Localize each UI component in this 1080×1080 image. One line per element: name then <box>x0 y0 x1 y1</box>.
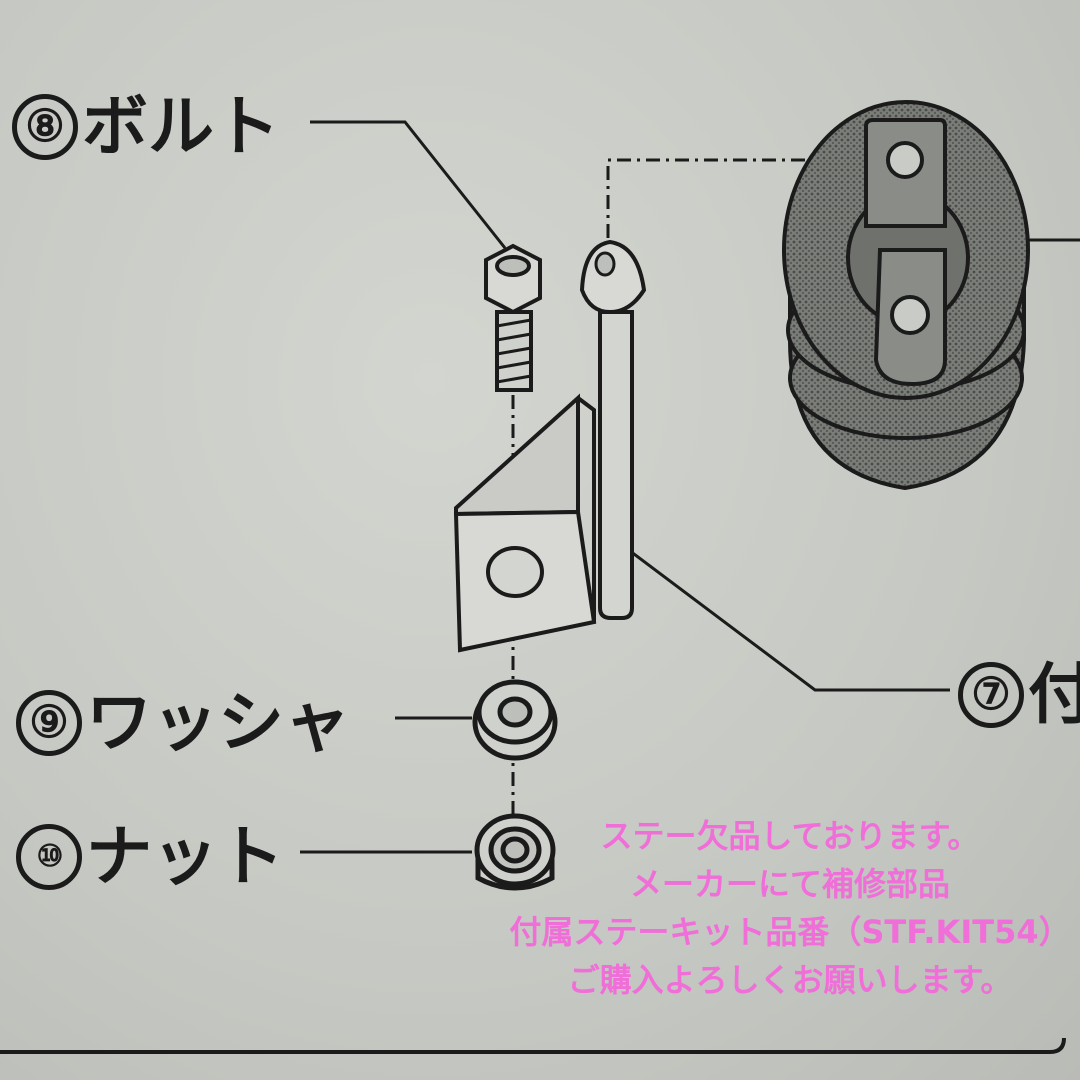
part-name-nut: ナット <box>86 818 284 895</box>
washer-drawing <box>472 679 558 761</box>
notice-line-1: ステー欠品しております。 <box>600 817 980 855</box>
frame-border <box>0 1037 1066 1054</box>
notice-line-4: ご購入よろしくお願いします。 <box>567 961 1013 999</box>
part-number-8: ⑧ <box>12 94 78 160</box>
part-number-9: ⑨ <box>16 690 82 756</box>
notice-line-3: 付属ステーキット品番（STF.KIT54） <box>509 913 1071 951</box>
part-number-7: ⑦ <box>958 662 1024 728</box>
stay-bracket-drawing <box>453 239 647 653</box>
part-number-10: ⑩ <box>16 824 82 890</box>
part-name-bolt: ボルト <box>82 88 280 165</box>
notice-line-2: メーカーにて補修部品 <box>629 865 950 903</box>
grommet-drawing <box>782 100 1030 491</box>
bolt-drawing <box>484 243 542 392</box>
leader-line-stay <box>621 543 950 692</box>
assembly-line-pin <box>606 158 835 238</box>
missing-part-notice: ステー欠品しております。 メーカーにて補修部品 付属ステーキット品番（STF.K… <box>470 812 1080 1004</box>
nut-drawing <box>474 813 556 891</box>
part-name-washer: ワッシャ <box>86 684 350 761</box>
part-name-stay: 付 <box>1028 656 1080 733</box>
leader-line-bolt <box>310 120 507 249</box>
